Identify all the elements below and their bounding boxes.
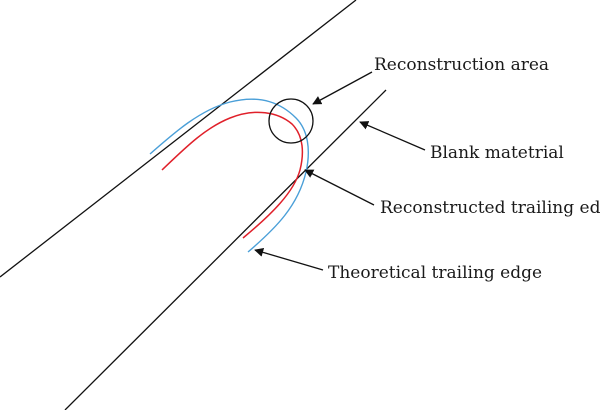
- reconstructed-trailing-edge-curve: [161, 111, 304, 239]
- reconstructed-trailing-edge-arrow: [304, 169, 375, 206]
- blank-material-lower-line: [64, 89, 387, 410]
- blank-material-label: Blank matetrial: [430, 143, 564, 163]
- blank-material-arrow: [359, 121, 426, 151]
- reconstruction-area-label: Reconstruction area: [374, 55, 549, 75]
- reconstructed-trailing-edge-label: Reconstructed trailing edge: [380, 198, 600, 218]
- reconstruction-area-circle: [268, 98, 314, 144]
- theoretical-trailing-edge-label: Theoretical trailing edge: [328, 263, 542, 283]
- reconstruction-area-arrow: [312, 71, 373, 105]
- blank-material-upper-line: [0, 0, 357, 278]
- theoretical-trailing-edge-arrow: [254, 247, 324, 271]
- theoretical-trailing-edge-curve: [149, 98, 309, 253]
